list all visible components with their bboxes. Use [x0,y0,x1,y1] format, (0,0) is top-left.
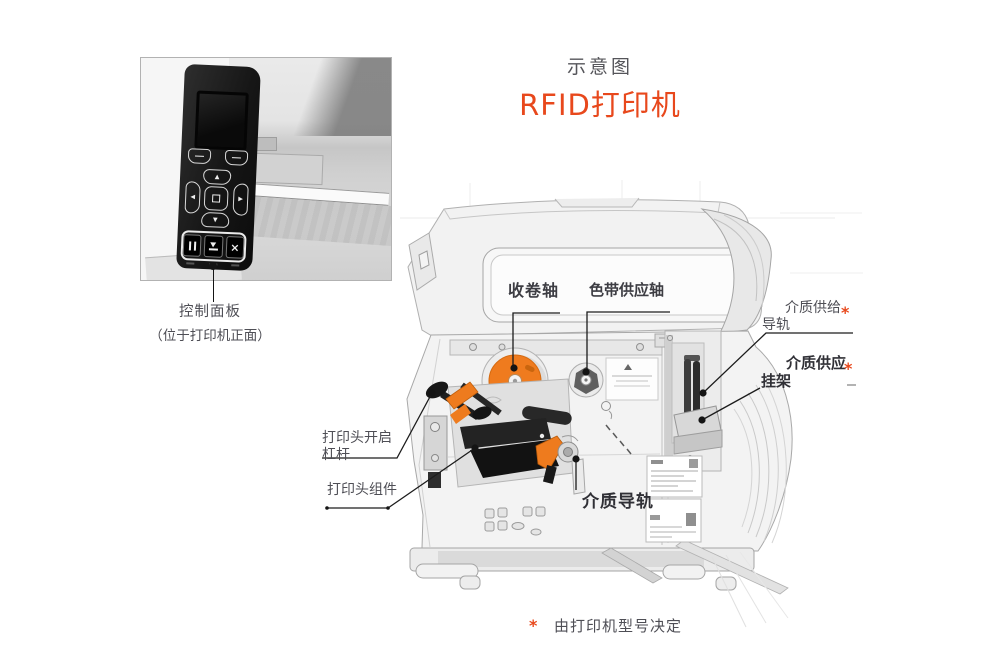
label-media-supply-guide-line1: 介质供给 [785,300,841,316]
arrow-down-icon: ▼ [200,211,230,229]
arrow-right-icon: ▶ [232,183,249,216]
asterisk-media-supply-guide: * [841,303,850,322]
pointer-ribbon-spindle [586,311,670,370]
feed-icon [209,241,218,252]
minus-icon [194,155,205,158]
caption-line1: 控制面板 [179,304,241,320]
footnote-asterisk: * [529,616,538,635]
label-media-supply-guide-line2: 导轨 [762,317,790,333]
page-title: 示意图 RFID打印机 [450,52,750,124]
label-takeup-spindle: 收卷轴 [508,281,560,300]
button-sublabel [186,262,195,265]
label-media-supply-hanger-line2: 挂架 [761,372,792,390]
right-soft-key [224,149,249,166]
lcd-screen [194,90,249,151]
label-printhead-lever-line2: 杠杆 [322,447,350,463]
minus-icon [231,156,241,159]
printhead-mechanism [423,378,632,495]
pause-icon [188,240,196,251]
select-button [203,185,229,211]
control-panel: ▲ ▼ ◀ ▶ × [176,64,261,272]
navigation-pad: ▲ ▼ ◀ ▶ [184,168,249,229]
caption-line2: （位于打印机正面） [149,328,271,344]
feed-button [203,235,224,258]
pointer-printhead-lever [322,392,433,459]
schematic-subtitle: 示意图 [566,56,633,78]
printer-lid [407,197,772,342]
cancel-button: × [225,235,245,259]
arrow-up-icon: ▲ [202,168,232,186]
arrow-left-icon: ◀ [184,181,201,214]
printer-base [409,539,789,628]
label-printhead-lever-line1: 打印头开启 [322,430,392,446]
control-panel-inset-photo: ▲ ▼ ◀ ▶ × [140,57,392,281]
footnote-text: 由打印机型号决定 [554,617,683,635]
button-sublabel [231,264,240,267]
asterisk-media-supply-hanger: * [844,359,853,378]
callout-dots [325,364,707,510]
pointer-takeup-spindle [512,312,560,366]
rfid-printer-title: RFID打印机 [519,88,681,122]
control-panel-pointer-dot [209,262,217,270]
left-soft-key [187,148,212,165]
pointer-media-supply-guide [702,332,853,394]
printer-diagram-art [322,180,863,628]
label-printhead-assembly: 打印头组件 [327,482,397,498]
pause-button [182,234,202,257]
label-media-guide: 介质导轨 [582,492,654,512]
ribbon-supply-spindle-part [568,357,659,401]
photo-shadow [241,58,391,136]
select-icon [211,194,221,203]
spec-stickers [645,455,703,543]
label-ribbon-supply-spindle: 色带供应轴 [589,281,665,299]
control-panel-caption: 控制面板 （位于打印机正面） [125,300,295,344]
control-panel-pointer-line [212,269,214,302]
action-button-group: × [180,230,247,263]
pointer-media-supply-hanger [701,387,761,421]
label-media-supply-hanger-line1: 介质供应 [786,354,847,372]
front-button-cluster [484,506,546,536]
